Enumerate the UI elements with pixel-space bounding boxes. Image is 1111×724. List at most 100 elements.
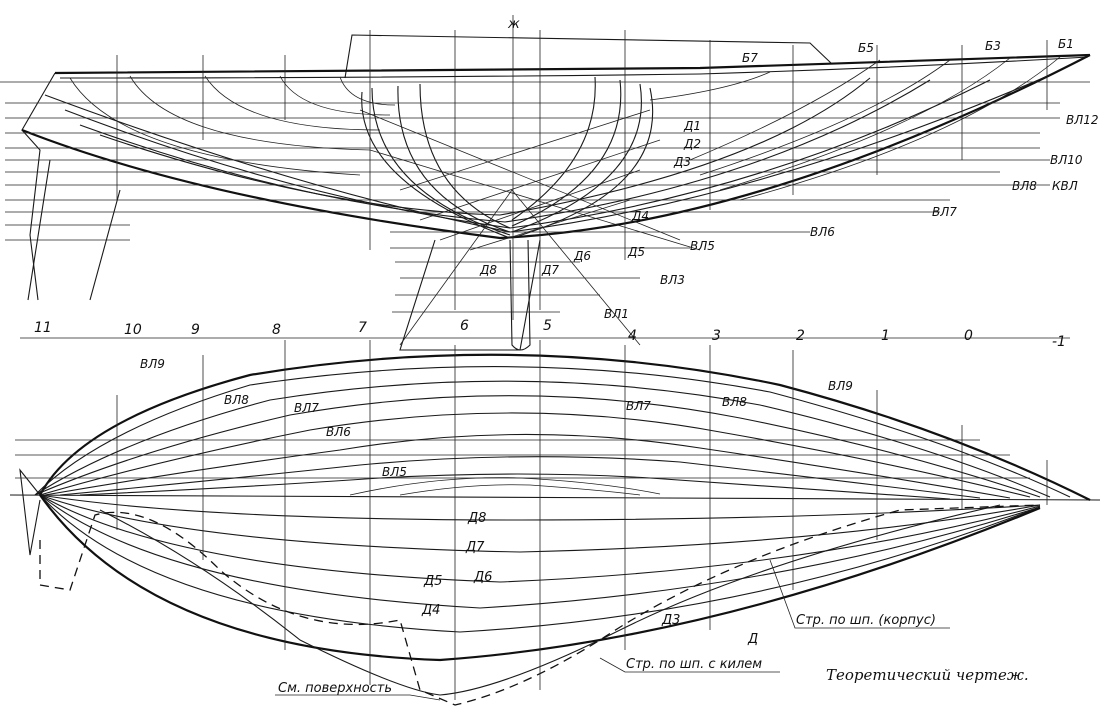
rudder-outline: [27, 159, 121, 301]
diagonal-label: Д3: [673, 155, 691, 169]
buttock-curve: [204, 75, 381, 131]
plan-diagonal: [39, 494, 1041, 521]
plan-diagonal-label: Д5: [423, 574, 442, 589]
keel-sections-label: Стр. по шп. с килем: [626, 657, 762, 672]
waterline-label: ВЛ1: [604, 307, 629, 321]
station-label: 10: [124, 322, 142, 338]
buttock-curve: [649, 71, 771, 101]
annotation-leader: [769, 559, 950, 629]
plan-waterline: [34, 366, 1071, 498]
plan-waterline-label: ВЛ9: [140, 357, 165, 371]
plan-waterline: [399, 484, 641, 496]
station-label: 4: [628, 328, 637, 344]
buttock-curve: [129, 75, 371, 151]
buttock-curve: [339, 76, 396, 106]
plan-waterline-label: ВЛ7: [626, 399, 651, 413]
waterline-label: ВЛ5: [690, 239, 715, 253]
buttock-label: Б1: [1058, 37, 1074, 51]
drawing-title: Теоретический чертеж.: [826, 666, 1029, 684]
waterline-label: ВЛ7: [932, 205, 957, 219]
buttock-label: Б3: [985, 39, 1001, 53]
profile-labels: ж Б5 Б3 Б1 Б7 ВЛ12 ВЛ10 ВЛ8 КВЛ ВЛ7 ВЛ6 …: [479, 17, 1099, 321]
plan-waterline: [59, 456, 981, 499]
wetted-surface-curve: [39, 504, 1041, 706]
station-labels: 11 10 9 8 7 6 5 4 3 2 1 0 -1: [34, 318, 1066, 350]
plan-waterline: [39, 412, 1031, 498]
plan-waterline: [44, 433, 1011, 499]
plan-waterline-label: ВЛ8: [722, 395, 747, 409]
body-section: [511, 79, 622, 227]
station-label: 8: [272, 322, 281, 338]
keel-bulb: [509, 239, 531, 351]
diagonal-line: [359, 109, 681, 241]
waterline-label: ВЛ8: [1012, 179, 1037, 193]
waterline-label: ВЛ12: [1066, 113, 1099, 127]
plan-diagonal: [39, 494, 1041, 553]
diagonal-line: [399, 109, 651, 191]
plan-diagonal-label: Д3: [661, 613, 680, 628]
hull-sections-label: Стр. по шп. (корпус): [796, 613, 936, 628]
profile-view: [0, 15, 1091, 351]
body-section: [361, 91, 511, 239]
waterline-label: КВЛ: [1052, 179, 1078, 193]
station-label: 11: [34, 320, 52, 336]
buttock-curve: [719, 57, 1011, 191]
buttock-line: [79, 79, 931, 223]
buttock-curve: [739, 56, 1061, 201]
profile-waterlines: [0, 81, 1090, 313]
plan-waterline: [34, 380, 1051, 498]
plan-waterline: [79, 473, 951, 500]
station-label: 2: [796, 328, 805, 344]
plan-centerline: [9, 494, 1101, 501]
plan-buttock-lines: [15, 439, 1030, 479]
hull-bottom-profile: [21, 54, 1091, 240]
buttock-curve: [699, 59, 951, 176]
plan-waterline-label: ВЛ6: [326, 425, 351, 439]
waterline-label: ВЛ10: [1050, 153, 1083, 167]
buttock-line: [64, 79, 991, 229]
midship-mark: ж: [507, 17, 520, 32]
plan-waterline-label: ВЛ5: [382, 465, 407, 479]
wetted-surface-label: См. поверхность: [278, 681, 392, 696]
plan-diagonal-label: Д: [747, 632, 758, 647]
diagonal-label: Д8: [479, 263, 497, 277]
station-label: 7: [358, 320, 367, 336]
buttock-line: [99, 77, 871, 216]
stern-edge: [19, 468, 41, 556]
plan-diagonal-D: [39, 494, 1041, 662]
cabin-outline: [344, 34, 833, 79]
station-label: -1: [1052, 334, 1066, 350]
body-section: [397, 85, 511, 233]
station-label: 1: [881, 328, 890, 344]
plan-diagonal-label: Д8: [467, 511, 486, 526]
plan-diagonal-label: Д6: [473, 570, 492, 585]
deck-line: [59, 56, 1089, 79]
diagonal-label: Д4: [631, 209, 649, 223]
buttock-label: Б5: [858, 41, 874, 55]
plan-waterline-label: ВЛ7: [294, 401, 319, 415]
diagonal-line: [399, 189, 513, 346]
plan-labels: ВЛ9 ВЛ8 ВЛ7 ВЛ6 ВЛ5 ВЛ7 ВЛ8 ВЛ9 Д8 Д7 Д6…: [140, 357, 853, 647]
diagonal-label: Д2: [683, 137, 701, 151]
station-label: 6: [460, 318, 469, 334]
half-breadth-plan: [9, 340, 1101, 706]
diagonal-label: Д1: [683, 119, 701, 133]
deck-edge-plan: [39, 353, 1091, 501]
profile-stations: [116, 15, 1048, 320]
annotation-leader: [275, 694, 441, 701]
diagonal-line: [511, 189, 641, 346]
buttock-curve: [69, 77, 361, 176]
waterline-label: ВЛ6: [810, 225, 835, 239]
annotations: Стр. по шп. (корпус) Стр. по шп. с килем…: [275, 559, 1029, 701]
plan-diagonal: [39, 494, 1041, 633]
body-section: [511, 76, 596, 221]
stern-profile: [21, 72, 56, 301]
plan-stations: [116, 340, 1048, 700]
buttock-label: Б7: [742, 51, 758, 65]
keel-section-curve: [99, 504, 1001, 696]
waterline-label: ВЛ3: [660, 273, 685, 287]
diagonal-label: Д7: [541, 263, 559, 277]
station-label: 5: [543, 318, 552, 334]
station-label: 9: [191, 322, 200, 338]
